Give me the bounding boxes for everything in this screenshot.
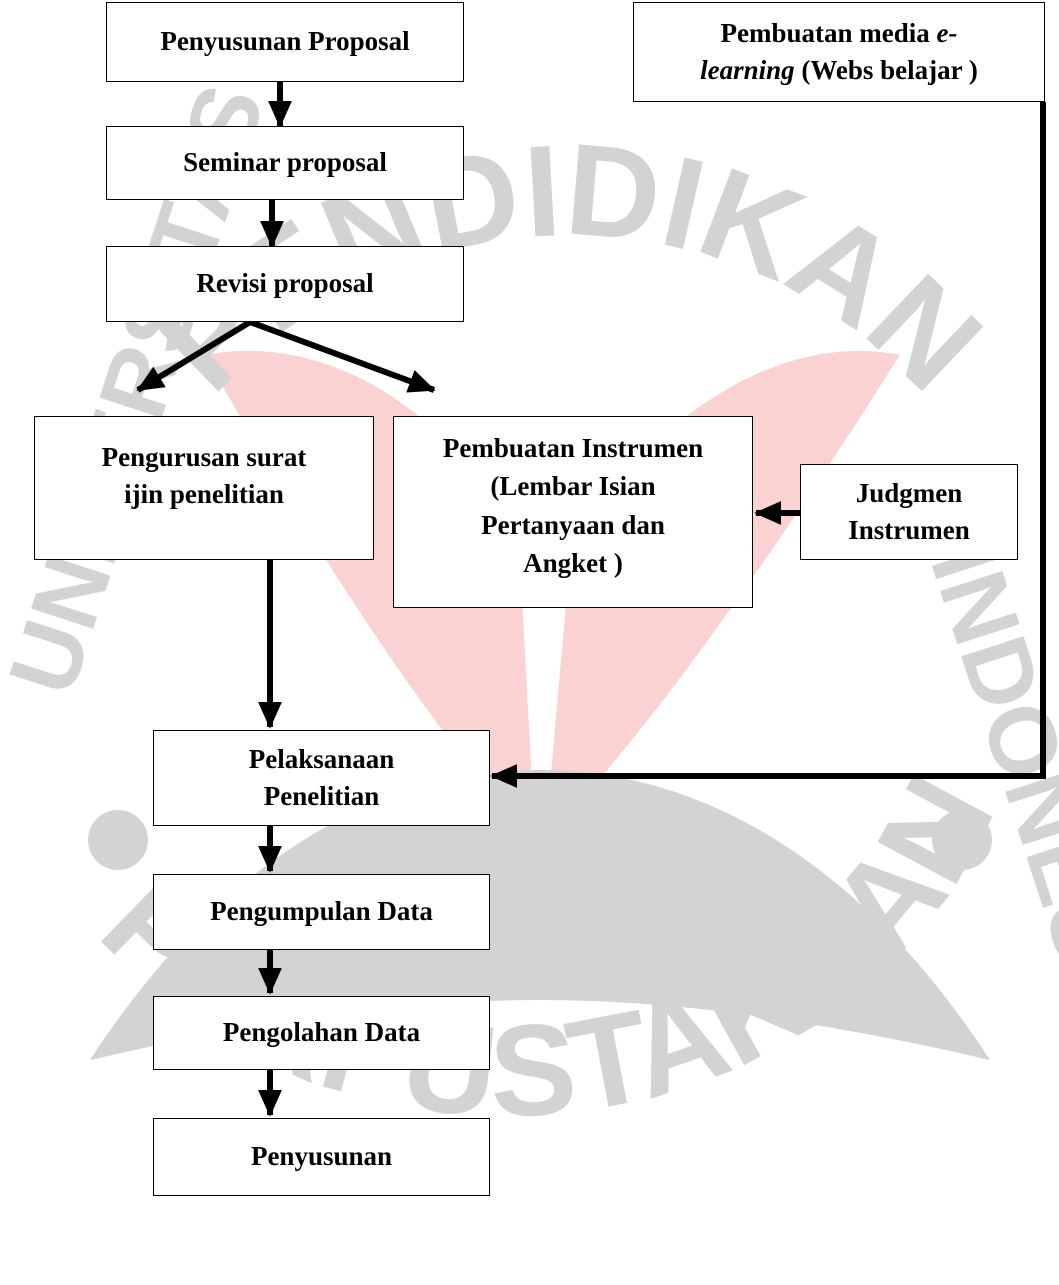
node-penyusunan-proposal: Penyusunan Proposal: [106, 2, 464, 82]
node-label-line: Penyusunan: [250, 1141, 393, 1172]
node-judgmen-instrumen: Judgmen Instrumen: [800, 464, 1018, 560]
node-label-line: Seminar proposal: [183, 147, 387, 178]
node-pengumpulan-data: Pengumpulan Data: [153, 874, 490, 950]
emblem-dot-left: [88, 810, 148, 870]
arrow-pembuatan-media-to-pelaksanaan: [490, 102, 1046, 788]
node-label-line: Penelitian: [263, 781, 380, 811]
node-label-line: Pembuatan Instrumen: [442, 433, 704, 463]
node-label-line: Angket ): [523, 547, 623, 578]
node-label-line: ijin penelitian: [124, 479, 284, 510]
node-label-line: Instrumen: [848, 515, 970, 545]
node-label-line: Revisi proposal: [196, 268, 374, 299]
node-pelaksanaan-penelitian: Pelaksanaan Penelitian: [153, 730, 490, 826]
node-pembuatan-media: Pembuatan media e- learning (Webs belaja…: [633, 2, 1045, 102]
arrow-revisi-proposal-to-pengurusan-surat: [136, 319, 252, 393]
emblem-grey-base: [90, 770, 990, 1060]
emblem-dot-right: [932, 810, 992, 870]
node-seminar-proposal: Seminar proposal: [106, 126, 464, 200]
node-label-line: Penyusunan Proposal: [160, 26, 410, 57]
node-pengolahan-data: Pengolahan Data: [153, 996, 490, 1070]
node-pengurusan-surat: Pengurusan surat ijin penelitian: [34, 416, 374, 560]
node-label-line-2: learning (Webs belajar ): [700, 55, 978, 85]
node-label-line: Pengurusan surat: [101, 442, 307, 472]
node-label-line: Pengolahan Data: [222, 1017, 421, 1048]
node-label-line: (Lembar Isian: [490, 471, 656, 502]
node-penyusunan: Penyusunan: [153, 1118, 490, 1196]
node-label-line: Pelaksanaan: [248, 743, 395, 774]
node-pembuatan-instrumen: Pembuatan Instrumen (Lembar Isian Pertan…: [393, 416, 753, 608]
node-label-line: Pertanyaan dan: [481, 509, 665, 540]
node-label-line: Judgmen: [855, 477, 963, 508]
node-revisi-proposal: Revisi proposal: [106, 246, 464, 322]
node-label-line: Pengumpulan Data: [210, 896, 433, 927]
node-label-line-1: Pembuatan media e-: [720, 17, 958, 48]
arrow-revisi-proposal-to-pembuatan-instrumen: [248, 319, 436, 393]
